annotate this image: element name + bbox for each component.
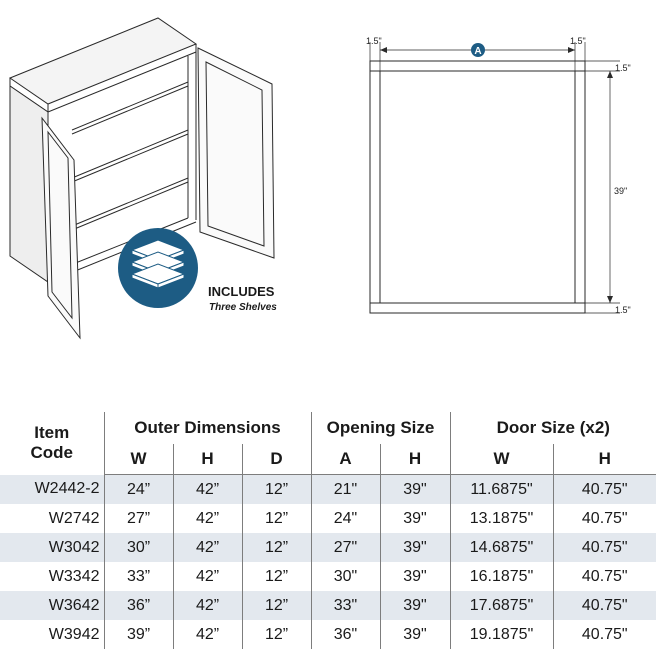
frame-opening (379, 70, 576, 304)
cabinet-illustration: INCLUDES Three Shelves (8, 17, 277, 340)
table-row: W3042 30” 42” 12” 27" 39" 14.6875" 40.75… (0, 533, 656, 562)
stile-right-label: 1.5" (570, 36, 586, 46)
face-frame-diagram: A 1.5" 1.5" 1.5" 39" 1.5" (366, 36, 631, 315)
outer-w-cell: 30” (103, 533, 173, 562)
door-w-cell: 16.1875" (449, 562, 553, 591)
outer-h-cell: 42” (172, 474, 242, 504)
outer-d-cell: 12” (241, 504, 311, 533)
outer-w-cell: 39” (103, 620, 173, 649)
opening-a-cell: 33" (310, 591, 380, 620)
includes-shelves-badge: INCLUDES Three Shelves (118, 228, 277, 313)
table-row: W2442-2 24” 42” 12” 21" 39" 11.6875" 40.… (0, 474, 656, 504)
opening-a-cell: 24" (310, 504, 380, 533)
outer-w-cell: 36” (103, 591, 173, 620)
subheader-outer-h: H (172, 444, 242, 475)
opening-size-header: Opening Size (310, 412, 450, 444)
subheader-opening-a: A (310, 444, 380, 475)
opening-h-cell: 39" (379, 620, 450, 649)
opening-h-cell: 39" (379, 591, 450, 620)
door-w-cell: 14.6875" (449, 533, 553, 562)
item-code-cell: W3042 (0, 533, 104, 562)
door-h-cell: 40.75" (552, 504, 656, 533)
outer-w-cell: 24” (103, 474, 173, 504)
subheader-outer-w: W (103, 444, 173, 475)
frame-outer (369, 60, 586, 314)
dimension-a-marker (471, 43, 485, 57)
cabinet-drawing (8, 17, 275, 340)
door-w-cell: 19.1875" (449, 620, 553, 649)
badge-title: INCLUDES (208, 284, 275, 299)
subheader-outer-d: D (241, 444, 311, 475)
door-w-cell: 13.1875" (449, 504, 553, 533)
door-h-cell: 40.75" (552, 533, 656, 562)
opening-a-cell: 27" (310, 533, 380, 562)
door-h-cell: 40.75" (552, 620, 656, 649)
outer-d-cell: 12” (241, 591, 311, 620)
badge-subtitle: Three Shelves (209, 302, 277, 313)
outer-w-cell: 33” (103, 562, 173, 591)
outer-h-cell: 42” (172, 620, 242, 649)
opening-h-cell: 39" (379, 504, 450, 533)
outer-w-cell: 27” (103, 504, 173, 533)
door-h-cell: 40.75" (552, 474, 656, 504)
outer-dimensions-header: Outer Dimensions (103, 412, 311, 444)
subheader-door-h: H (552, 444, 656, 475)
outer-h-cell: 42” (172, 562, 242, 591)
item-code-cell: W3642 (0, 591, 104, 620)
table-row: W3642 36” 42” 12” 33" 39" 17.6875" 40.75… (0, 591, 656, 620)
rail-top-label: 1.5" (615, 63, 631, 73)
height-label: 39" (614, 186, 627, 196)
item-code-cell: W2442-2 (0, 474, 104, 504)
outer-d-cell: 12” (241, 562, 311, 591)
opening-h-cell: 39" (379, 474, 450, 504)
door-h-cell: 40.75" (552, 562, 656, 591)
outer-h-cell: 42” (172, 504, 242, 533)
item-code-cell: W3942 (48, 625, 100, 643)
dimension-a-label: A (474, 46, 481, 57)
outer-h-cell: 42” (172, 533, 242, 562)
rail-bottom-label: 1.5" (615, 305, 631, 315)
outer-d-cell: 12” (241, 474, 311, 504)
outer-d-cell: 12” (241, 533, 311, 562)
subheader-opening-h: H (379, 444, 450, 475)
outer-d-cell: 12” (241, 620, 311, 649)
opening-a-cell: 36" (310, 620, 380, 649)
table-row: W2742 27” 42” 12” 24" 39" 13.1875" 40.75… (0, 504, 656, 533)
door-size-header: Door Size (x2) (449, 412, 656, 444)
subheader-door-w: W (449, 444, 553, 475)
door-h-cell: 40.75" (552, 591, 656, 620)
door-w-cell: 17.6875" (449, 591, 553, 620)
table-row: W3942 39” 42” 12” 36" 39" 19.1875" 40.75… (0, 620, 656, 649)
opening-h-cell: 39" (379, 533, 450, 562)
door-w-cell: 11.6875" (449, 474, 553, 504)
outer-h-cell: 42” (172, 591, 242, 620)
table-row: W3342 33” 42” 12” 30" 39" 16.1875" 40.75… (0, 562, 656, 591)
item-code-cell: W3342 (48, 567, 100, 585)
stile-left-label: 1.5" (366, 36, 382, 46)
shelf-stack-icon (130, 239, 186, 289)
opening-a-cell: 30" (310, 562, 380, 591)
opening-a-cell: 21" (310, 474, 380, 504)
opening-h-cell: 39" (379, 562, 450, 591)
item-code-cell: W2742 (48, 509, 100, 527)
